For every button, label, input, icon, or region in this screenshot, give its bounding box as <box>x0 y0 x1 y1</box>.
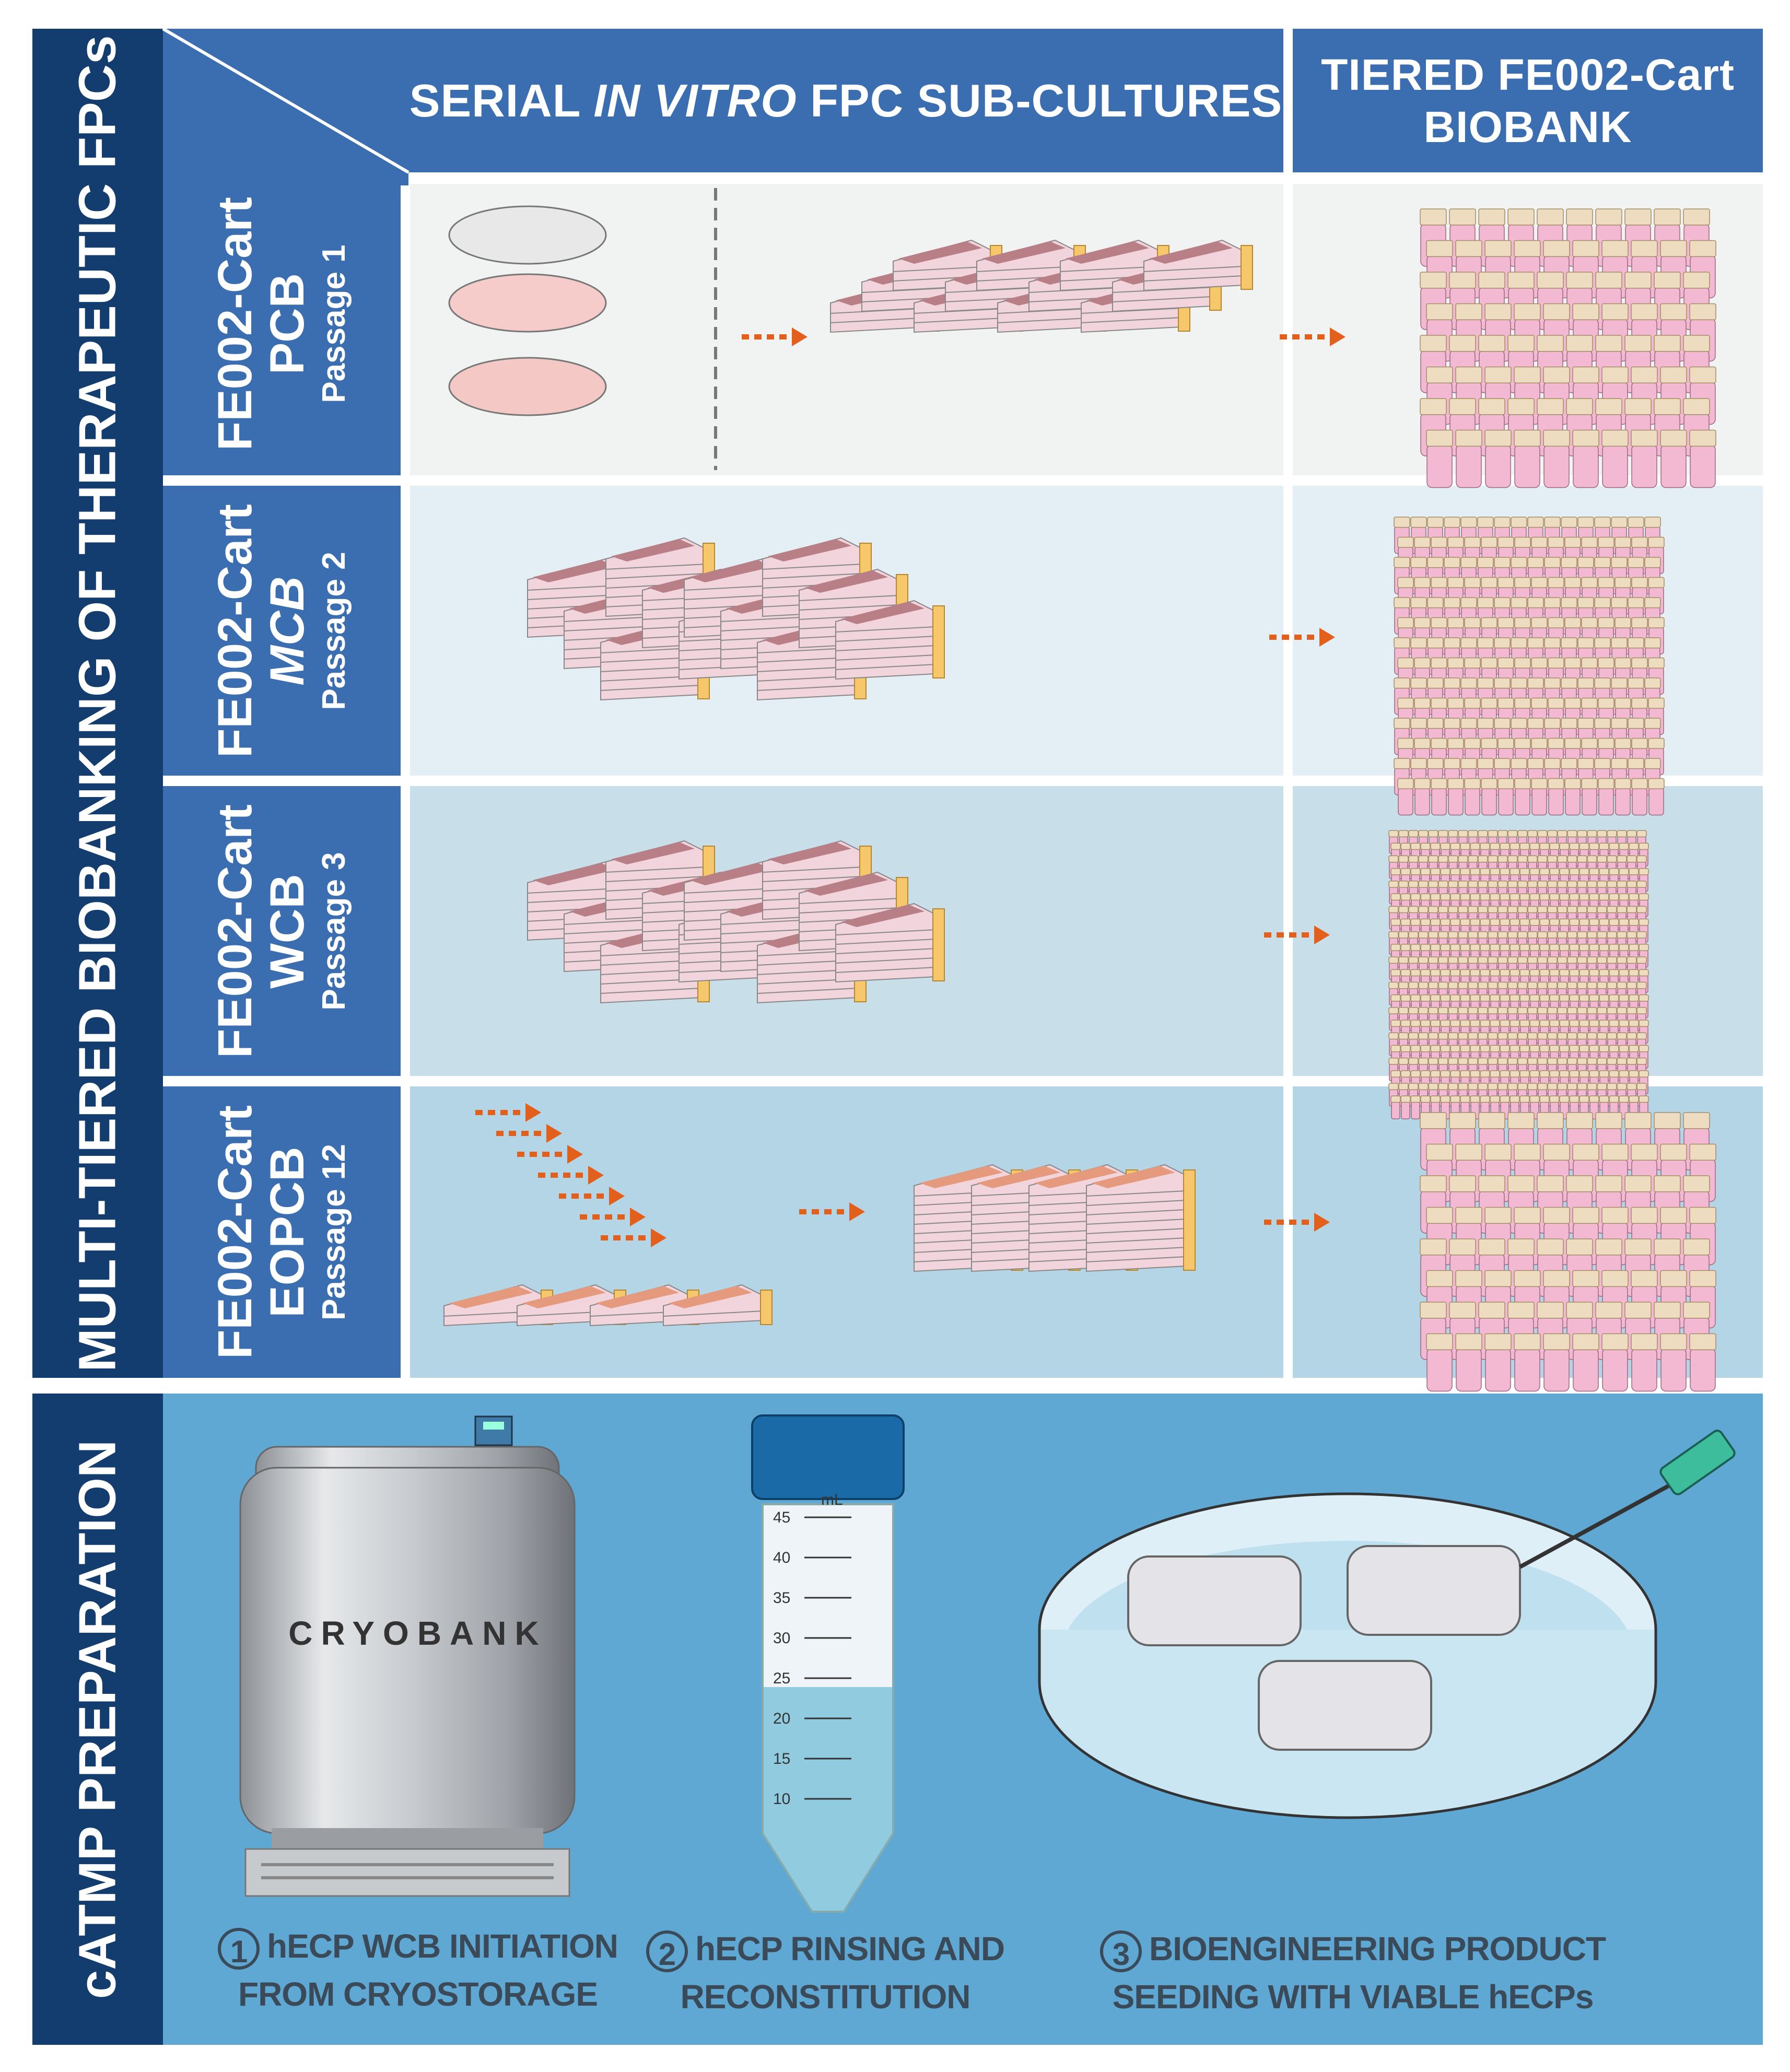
petri-dish <box>1038 1430 1736 1819</box>
dotted-arrow-icon <box>1264 1213 1330 1232</box>
dotted-arrow-icon <box>1269 628 1335 647</box>
row-label-pcb: FE002-Cart PCB Passage 1 <box>163 172 401 475</box>
step-2-line1: hECP RINSING AND <box>695 1930 1005 1968</box>
dotted-arrow-icon <box>799 1202 865 1221</box>
flask-stack-icon <box>1143 239 1253 291</box>
dotted-arrow-icon <box>1280 327 1346 346</box>
petri-dish-stack-icon <box>448 205 607 416</box>
step-3-line2: SEEDING WITH VIABLE hECPs <box>1112 1978 1594 2016</box>
subcultures-header: SERIAL IN VITRO FPC SUB-CULTURES <box>408 29 1283 172</box>
vial-rack-icon <box>1394 517 1665 816</box>
row-label-mcb: FE002-Cart MCB Passage 2 <box>163 486 401 776</box>
flask-stack-icon <box>835 903 945 983</box>
step-3-number: 3 <box>1099 1930 1142 1973</box>
step-2-number: 2 <box>646 1930 688 1973</box>
catmp-side-label: cATMP PREPARATION <box>68 1439 127 1999</box>
biobank-illustrations <box>443 188 1716 1392</box>
subcultures-header-post: FPC SUB-CULTURES <box>797 74 1283 126</box>
row-label-eopcb: FE002-Cart EOPCB Passage 12 <box>163 1086 401 1378</box>
biobank-header-line2: BIOBANK <box>1423 102 1632 151</box>
step-1-line2: FROM CRYOSTORAGE <box>238 1975 598 2013</box>
dotted-arrow-icon <box>580 1208 646 1226</box>
tube-tick-label: 15 <box>773 1750 790 1767</box>
subcultures-header-italic: IN VITRO <box>593 74 797 126</box>
tube-tick-marks: 45 40 35 30 25 20 15 10 <box>773 1509 851 1808</box>
tube-tick-label: 10 <box>773 1790 790 1808</box>
dotted-arrow-icon <box>475 1103 541 1122</box>
dotted-arrow-icon <box>496 1124 562 1143</box>
tube-tick-label: 40 <box>773 1549 790 1566</box>
tube-tick-label: 35 <box>773 1589 790 1607</box>
vial-rack-icon <box>1388 830 1649 1119</box>
step-1-line1: hECP WCB INITIATION <box>267 1927 618 1965</box>
vial-rack-icon <box>1420 208 1716 488</box>
tube-tick-label: 20 <box>773 1710 790 1727</box>
dotted-arrow-icon <box>1264 926 1330 944</box>
tube-tick-label: 25 <box>773 1670 790 1687</box>
step-2-line2: RECONSTITUTION <box>680 1978 971 2016</box>
flask-stack-icon <box>663 1284 773 1327</box>
biobank-header: TIERED FE002-Cart BIOBANK <box>1293 29 1763 172</box>
dotted-arrow-icon <box>517 1145 583 1164</box>
tube-tick-label: 30 <box>773 1630 790 1647</box>
row-label-wcb: FE002-Cart WCB Passage 3 <box>163 786 401 1076</box>
tube-unit-label: mL <box>821 1491 843 1508</box>
flask-stack-icon <box>835 600 945 680</box>
cryobank-tank <box>239 1415 576 1897</box>
dotted-arrow-icon <box>538 1166 604 1185</box>
biobanking-side-bar: MULTI-TIERED BIOBANKING OF THERAPEUTIC F… <box>32 29 163 1378</box>
biobank-header-line1: TIERED FE002-Cart <box>1321 50 1735 99</box>
subcultures-header-pre: SERIAL <box>409 74 594 126</box>
vial-rack-icon <box>1420 1112 1716 1392</box>
step-3-line1: BIOENGINEERING PRODUCT <box>1149 1930 1606 1968</box>
cryobank-label: CRYOBANK <box>288 1614 547 1652</box>
dotted-arrow-icon <box>559 1187 625 1205</box>
tube-tick-label: 45 <box>773 1509 790 1526</box>
flask-stack-icon <box>1086 1164 1196 1272</box>
dotted-arrow-icon <box>742 327 808 346</box>
catmp-side-bar: cATMP PREPARATION <box>32 1394 163 2045</box>
step-1-number: 1 <box>218 1928 260 1970</box>
dotted-arrow-icon <box>601 1228 666 1247</box>
header-corner <box>162 27 1283 185</box>
